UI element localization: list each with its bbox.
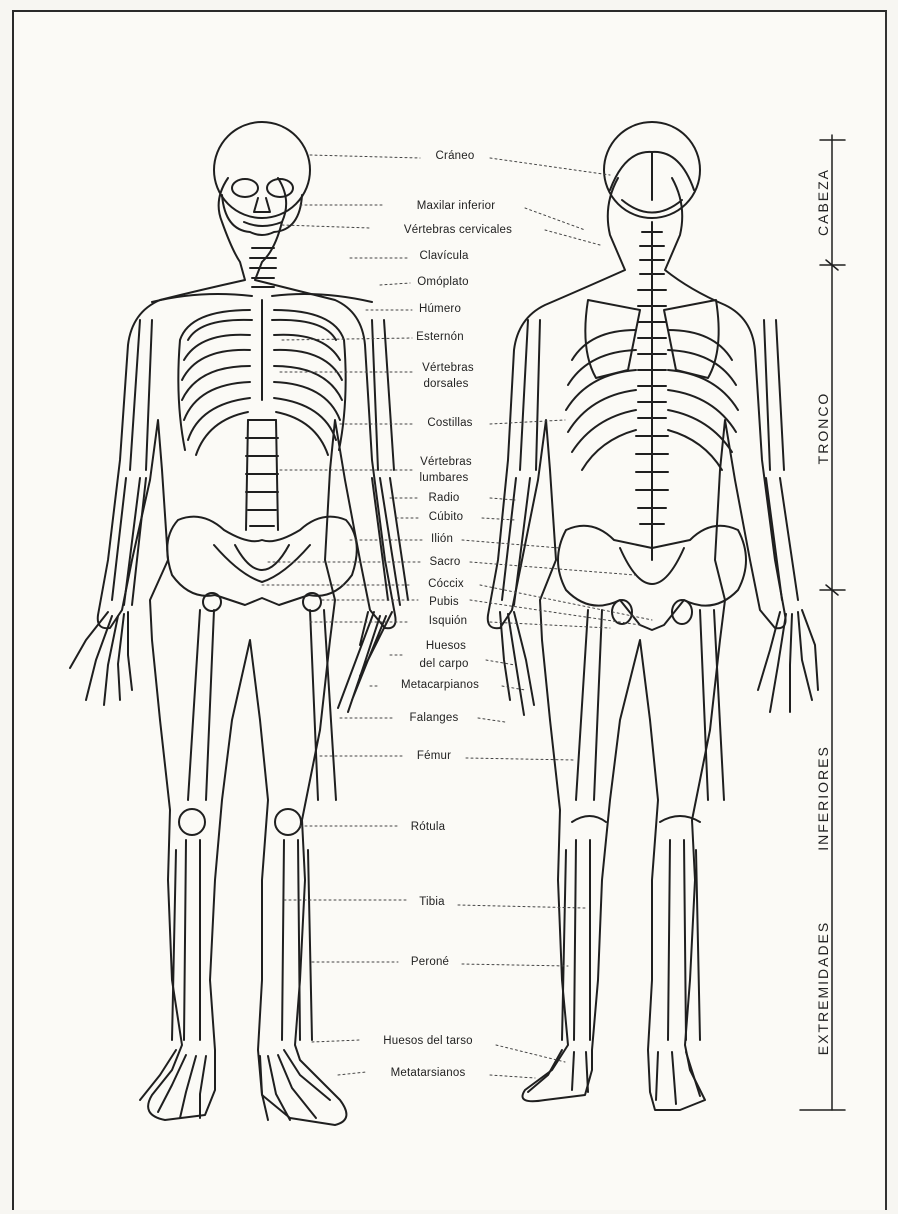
label-vertebras-lumbares-2: lumbares — [420, 472, 469, 485]
front-humerus-left — [130, 320, 152, 470]
label-maxilar-inferior: Maxilar inferior — [417, 200, 496, 213]
label-rotula: Rótula — [411, 821, 445, 834]
back-hand-left — [500, 612, 534, 715]
label-sacro: Sacro — [429, 556, 460, 569]
region-label-extremidades: EXTREMIDADES — [815, 921, 831, 1055]
label-vertebras-lumbares-1: Vértebras — [420, 456, 472, 469]
label-metacarpianos: Metacarpianos — [401, 679, 479, 692]
front-femur-left — [188, 610, 214, 800]
label-coccix: Cóccix — [428, 578, 464, 591]
label-tibia: Tibia — [419, 896, 445, 909]
label-omoplato: Omóplato — [417, 276, 468, 289]
label-esternon: Esternón — [416, 331, 464, 344]
front-pelvis — [167, 517, 357, 611]
front-lumbar-spine — [246, 420, 278, 530]
label-vertebras-dorsales-2: dorsales — [423, 378, 468, 391]
front-rib-cage — [178, 300, 345, 455]
back-foot-left — [528, 1050, 588, 1092]
front-skull — [214, 122, 310, 218]
label-radio: Radio — [428, 492, 459, 505]
back-foot-right — [656, 1052, 700, 1104]
back-hand-right — [758, 610, 818, 712]
region-label-cabeza: CABEZA — [815, 168, 831, 236]
label-ilion: Ilión — [431, 533, 453, 546]
front-patella-left — [179, 809, 205, 835]
label-huesos-carpo-1: Huesos — [426, 640, 466, 653]
back-spine — [636, 222, 668, 560]
label-costillas: Costillas — [427, 417, 472, 430]
label-huesos-carpo-2: del carpo — [419, 658, 468, 671]
label-vertebras-cervicales: Vértebras cervicales — [404, 224, 512, 237]
front-skeleton — [70, 122, 408, 1125]
label-perone: Peroné — [411, 956, 449, 969]
back-skeleton — [488, 122, 818, 1110]
back-body-outline — [488, 178, 786, 1110]
label-metatarsianos: Metatarsianos — [391, 1067, 466, 1080]
label-humero: Húmero — [419, 303, 461, 316]
label-isquion: Isquión — [429, 615, 467, 628]
front-patella-right — [275, 809, 301, 835]
region-label-tronco: TRONCO — [815, 392, 831, 465]
label-femur: Fémur — [417, 750, 451, 763]
front-humerus-right — [372, 320, 394, 470]
label-falanges: Falanges — [410, 712, 459, 725]
label-clavicula: Clavícula — [419, 250, 468, 263]
label-cubito: Cúbito — [429, 511, 463, 524]
region-label-inferiores: INFERIORES — [815, 745, 831, 851]
front-hand-right — [338, 612, 392, 712]
label-pubis: Pubis — [429, 596, 459, 609]
front-foot-left — [140, 1050, 206, 1118]
label-huesos-tarso: Huesos del tarso — [383, 1035, 473, 1048]
label-vertebras-dorsales-1: Vértebras — [422, 362, 474, 375]
label-craneo: Cráneo — [436, 150, 475, 163]
front-foot-right — [260, 1050, 330, 1120]
